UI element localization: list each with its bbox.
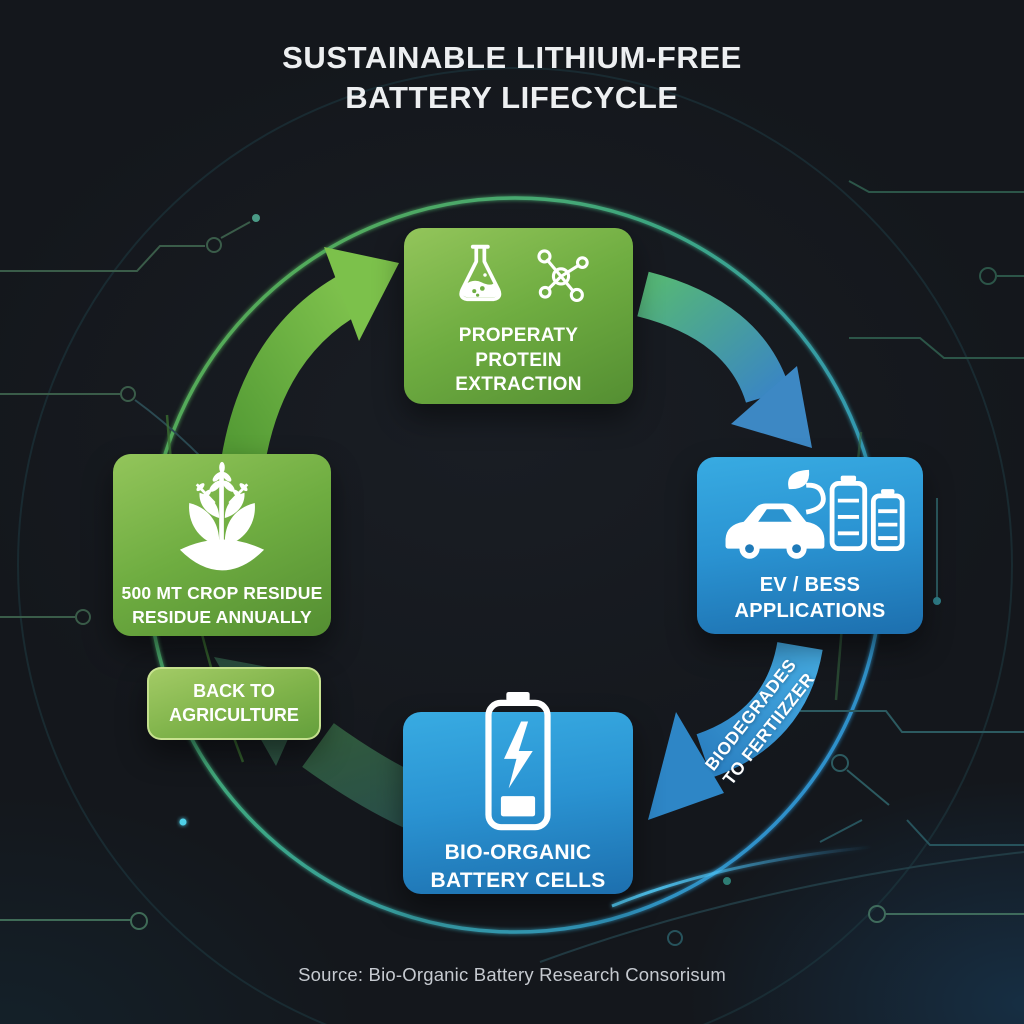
node-crop-residue: 500 MT CROP RESIDUE RESIDUE ANNUALLY xyxy=(113,454,331,636)
extraction-icon-row xyxy=(446,234,592,316)
plant-icon xyxy=(179,462,265,571)
molecule-icon xyxy=(536,249,589,303)
outer-arc xyxy=(17,67,1013,1024)
extraction-label-line2: PROTEIN xyxy=(475,349,562,371)
extraction-label-line1: PROPERATY xyxy=(458,324,579,346)
residue-label-line1: 500 MT CROP RESIDUE xyxy=(121,583,323,604)
applications-icon-row xyxy=(712,468,908,564)
backtoag-label-line2: AGRICULTURE xyxy=(169,704,299,725)
page-title-line2: BATTERY LIFECYCLE xyxy=(345,79,679,115)
battery-bolt-icon xyxy=(485,692,551,831)
applications-label-line2: APPLICATIONS xyxy=(734,599,886,622)
page-title: SUSTAINABLE LITHIUM-FREE BATTERY LIFECYC… xyxy=(0,38,1024,117)
cells-label-line2: BATTERY CELLS xyxy=(430,868,606,892)
battery-pack-icon xyxy=(829,475,905,551)
residue-label-line2: RESIDUE ANNUALLY xyxy=(132,607,312,627)
source-attribution: Source: Bio-Organic Battery Research Con… xyxy=(298,964,726,985)
page-title-line1: SUSTAINABLE LITHIUM-FREE xyxy=(282,40,742,75)
node-bio-organic-battery-cells: BIO-ORGANIC BATTERY CELLS xyxy=(403,692,633,894)
glow-line xyxy=(611,845,873,908)
applications-label-line1: EV / BESS xyxy=(759,573,861,596)
circuit-traces-right xyxy=(539,180,1024,963)
arrow-applications-to-cells xyxy=(648,641,823,820)
arrow-extraction-to-applications xyxy=(636,271,812,448)
cells-label-line1: BIO-ORGANIC xyxy=(444,841,592,865)
flask-icon xyxy=(458,244,501,302)
car-leaf-icon xyxy=(725,469,905,559)
node-back-to-agriculture: BACK TO AGRICULTURE xyxy=(147,667,321,740)
arrow-residue-to-extraction xyxy=(221,247,399,466)
node-ev-bess-applications: EV / BESS APPLICATIONS xyxy=(697,457,923,634)
circuit-node-icon xyxy=(206,237,222,253)
backtoag-label-line1: BACK TO xyxy=(193,681,275,702)
extraction-label-line3: EXTRACTION xyxy=(455,374,582,396)
node-protein-extraction: PROPERATY PROTEIN EXTRACTION xyxy=(404,228,633,404)
